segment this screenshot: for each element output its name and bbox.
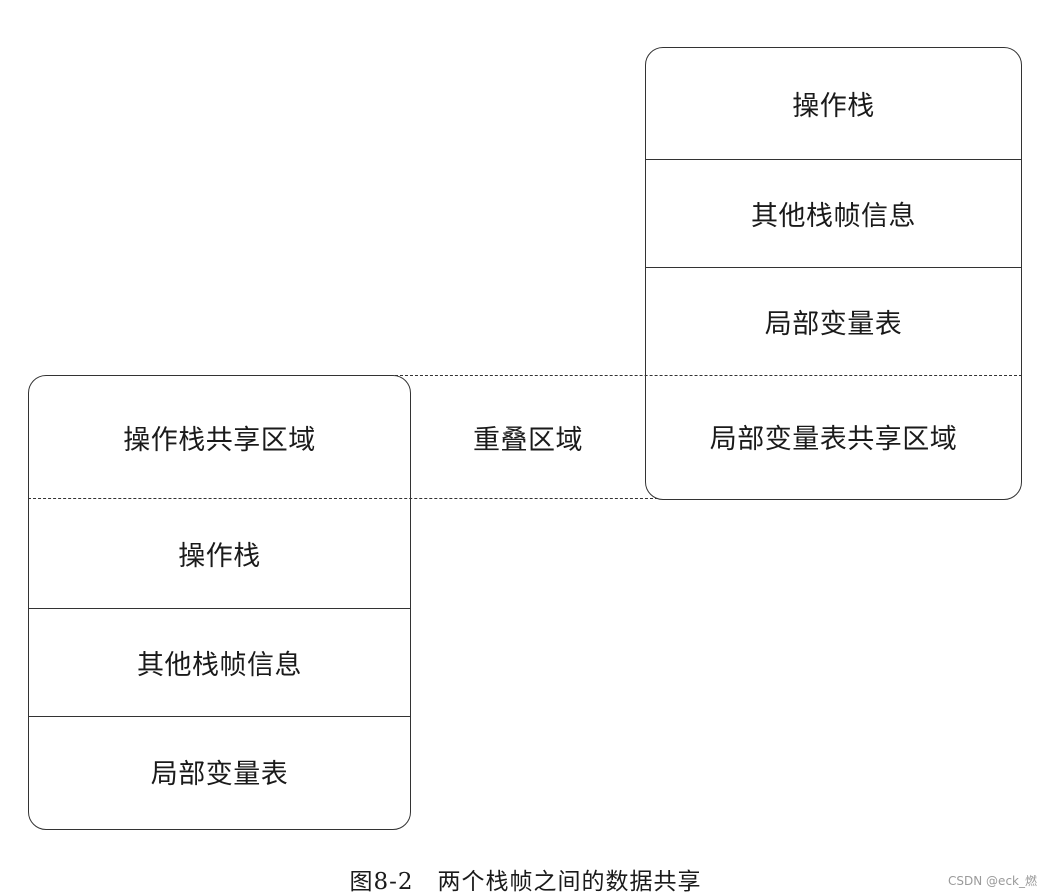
- upper-frame-divider: [646, 267, 1021, 268]
- upper-stack-frame: 操作栈 其他栈帧信息 局部变量表 局部变量表共享区域: [645, 47, 1022, 500]
- lower-stack-frame: 操作栈共享区域 操作栈 其他栈帧信息 局部变量表: [28, 375, 411, 830]
- lower-frame-operand-stack: 操作栈: [178, 541, 261, 572]
- upper-frame-other-info: 其他栈帧信息: [751, 200, 916, 232]
- figure-caption: 图8-2 两个栈帧之间的数据共享: [349, 869, 702, 895]
- lower-frame-local-vars: 局部变量表: [150, 759, 289, 790]
- watermark: CSDN @eck_燃: [948, 874, 1037, 888]
- lower-frame-other-info: 其他栈帧信息: [137, 649, 302, 681]
- lower-frame-operand-stack-shared: 操作栈共享区域: [123, 425, 316, 456]
- overlap-top-dashed-line: [395, 375, 1022, 376]
- lower-frame-divider: [29, 608, 410, 609]
- upper-frame-divider: [646, 159, 1021, 160]
- upper-frame-operand-stack: 操作栈: [792, 91, 875, 122]
- upper-frame-local-vars: 局部变量表: [764, 308, 903, 340]
- lower-frame-divider: [29, 716, 410, 717]
- overlap-region-label: 重叠区域: [473, 424, 583, 456]
- upper-frame-local-vars-shared: 局部变量表共享区域: [709, 423, 958, 455]
- overlap-bottom-dashed-line: [28, 498, 658, 499]
